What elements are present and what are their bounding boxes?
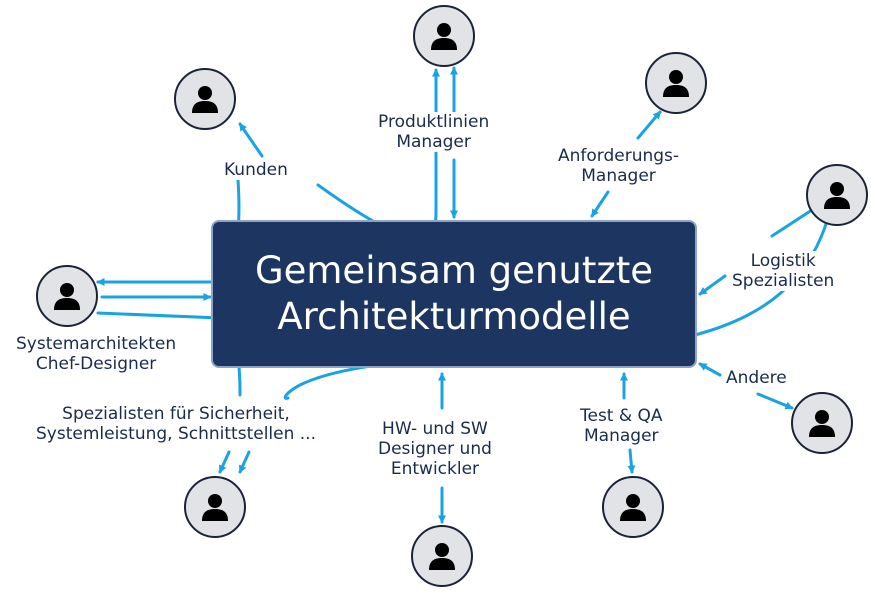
person-icon: [431, 23, 457, 50]
person-icon: [54, 283, 80, 310]
arrow-kunden-to-avatar: [238, 122, 264, 158]
avatar-spezialisten: [184, 476, 246, 538]
label-testqa: Test & QA Manager: [578, 406, 665, 446]
avatar-produktlinien: [413, 5, 475, 67]
label-produktlinien-line-1: Produktlinien: [378, 112, 490, 132]
label-kunden: Kunden: [222, 160, 290, 180]
label-systemarchitekten-line-2: Chef-Designer: [16, 354, 177, 374]
label-hwsw-line-3: Entwickler: [378, 459, 492, 479]
person-icon: [620, 494, 646, 521]
avatar-anforderungs: [645, 52, 707, 114]
arrow-andere-to-box: [698, 362, 722, 377]
avatar-andere: [791, 392, 853, 454]
arrow-spezialisten-1: [218, 450, 231, 474]
label-andere: Andere: [724, 368, 789, 388]
arrow-spezialisten-2: [238, 450, 251, 474]
label-spezialisten-line-1: Spezialisten für Sicherheit,: [36, 404, 316, 424]
label-spezialisten-line-2: Systemleistung, Schnittstellen ...: [36, 424, 316, 444]
shared-models-box: [211, 220, 697, 368]
arrow-logistik-down: [698, 274, 727, 296]
label-systemarchitekten: Systemarchitekten Chef-Designer: [14, 334, 178, 374]
label-logistik-line-2: Spezialisten: [732, 271, 835, 291]
label-anforderungs: Anforderungs- Manager: [556, 146, 681, 186]
center-title-line-2: Architekturmodelle: [277, 295, 631, 338]
label-produktlinien: Produktlinien Manager: [376, 112, 491, 152]
label-anforderungs-line-2: Manager: [558, 166, 680, 186]
avatar-systemarchitekten: [36, 265, 98, 327]
person-icon: [809, 410, 835, 437]
person-icon: [663, 70, 689, 97]
label-logistik: Logistik Spezialisten: [730, 251, 836, 291]
label-spezialisten: Spezialisten für Sicherheit, Systemleist…: [34, 404, 318, 444]
label-hwsw-line-2: Designer und: [378, 439, 492, 459]
avatar-testqa: [602, 476, 664, 538]
arrow-testqa-down: [627, 448, 636, 474]
person-icon: [429, 543, 455, 570]
arrow-andere-to-avatar: [756, 392, 794, 410]
person-icon: [202, 494, 228, 521]
label-testqa-line-2: Manager: [580, 426, 663, 446]
label-anforderungs-line-1: Anforderungs-: [558, 146, 680, 166]
label-hwsw: HW- und SW Designer und Entwickler: [376, 419, 494, 479]
person-icon: [192, 86, 218, 113]
arrow-anforderungs-down: [590, 190, 610, 218]
avatar-kunden: [174, 68, 236, 130]
shared-models-title: Gemeinsam genutzte Architekturmodelle: [211, 220, 697, 368]
label-testqa-line-1: Test & QA: [580, 406, 663, 426]
avatar-logistik: [806, 164, 868, 226]
label-produktlinien-line-2: Manager: [378, 132, 490, 152]
person-icon: [824, 182, 850, 209]
center-title-line-1: Gemeinsam genutzte: [254, 249, 654, 292]
arrow-kunden-to-produktlinien: [316, 68, 440, 240]
avatar-hwsw: [411, 525, 473, 587]
arrow-anforderungs-up: [636, 110, 662, 140]
label-logistik-line-1: Logistik: [732, 251, 835, 271]
label-systemarchitekten-line-1: Systemarchitekten: [16, 334, 177, 354]
label-hwsw-line-1: HW- und SW: [378, 419, 492, 439]
